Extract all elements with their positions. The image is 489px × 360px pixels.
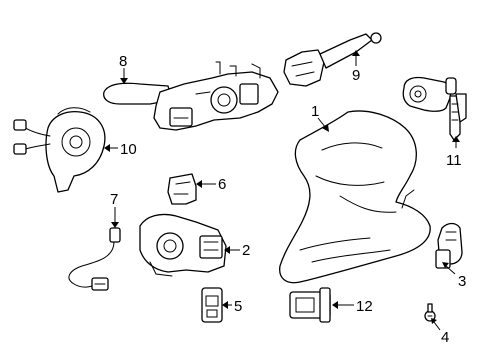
callout-12: 12 xyxy=(356,298,373,315)
callout-6: 6 xyxy=(218,176,226,193)
part-3-interlock-solenoid xyxy=(435,222,463,269)
callout-2: 2 xyxy=(242,242,250,259)
callout-5: 5 xyxy=(234,298,242,315)
callout-10: 10 xyxy=(120,141,137,158)
callout-7: 7 xyxy=(110,191,118,208)
callout-3: 3 xyxy=(458,273,466,290)
callout-1: 1 xyxy=(311,103,319,120)
part-11-lock-cylinder-keys xyxy=(402,76,467,141)
callout-9: 9 xyxy=(352,67,360,84)
part-10-spiral-cable xyxy=(13,107,106,193)
part-9-wiper-lever xyxy=(283,32,382,87)
part-12-connector xyxy=(289,287,331,323)
leader-lines xyxy=(104,50,460,331)
callout-8: 8 xyxy=(119,53,127,70)
part-4-screw xyxy=(424,303,436,322)
part-6-bracket xyxy=(167,173,197,205)
callout-4: 4 xyxy=(441,329,449,346)
callout-11: 11 xyxy=(446,152,462,169)
part-2-ignition-housing xyxy=(139,213,227,277)
part-5-switch-connector xyxy=(201,287,223,323)
part-1-column-cover xyxy=(279,110,431,284)
part-8-combination-switch xyxy=(103,61,279,131)
part-7-sensor-harness xyxy=(68,227,121,291)
